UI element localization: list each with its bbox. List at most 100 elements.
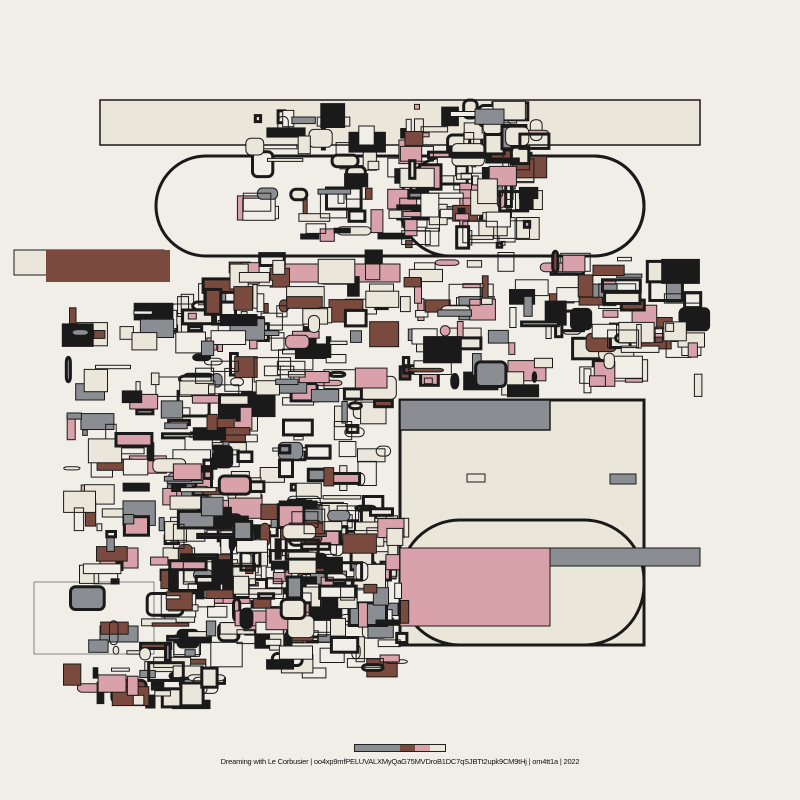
shape [308, 128, 333, 148]
shape [158, 517, 165, 532]
artwork-caption: Dreaming with Le Corbusier | oo4xp9mfPEL… [220, 757, 580, 766]
shape [341, 401, 348, 424]
shape [400, 296, 411, 313]
shape [549, 547, 701, 567]
shape [200, 666, 219, 689]
shape [242, 192, 272, 212]
shape [258, 252, 286, 268]
shape [63, 663, 82, 686]
shape [495, 241, 504, 249]
shape [286, 296, 323, 309]
shape [319, 228, 335, 242]
shape [126, 675, 139, 696]
shape [358, 125, 375, 146]
shape [219, 314, 258, 327]
shape [497, 252, 515, 272]
shape [399, 547, 551, 627]
shape [609, 473, 637, 485]
shape [683, 291, 703, 310]
shape [589, 375, 606, 387]
shape [466, 473, 486, 483]
shape [64, 355, 72, 384]
shape [325, 354, 347, 364]
shape [172, 463, 202, 481]
shape [330, 153, 360, 169]
shape [369, 321, 400, 348]
shape [509, 307, 517, 328]
shape [325, 336, 332, 359]
shape [160, 400, 184, 419]
shape [424, 227, 440, 247]
shape [338, 441, 357, 458]
shape [617, 256, 632, 262]
shape [320, 103, 346, 128]
shape [282, 524, 317, 540]
shape [300, 233, 320, 240]
shape [165, 591, 193, 611]
shape [245, 137, 265, 156]
shape [403, 277, 422, 288]
shape [420, 126, 449, 133]
shape [99, 99, 701, 146]
shape [147, 661, 185, 682]
shape [329, 340, 348, 346]
shape [217, 474, 253, 496]
shape [474, 108, 505, 125]
shape [284, 538, 320, 561]
shape [404, 131, 424, 146]
shape [322, 521, 343, 532]
shape [119, 326, 134, 340]
shape [505, 126, 530, 146]
shape [327, 509, 351, 522]
shape [110, 578, 120, 585]
shape [507, 384, 540, 398]
shape [654, 326, 664, 343]
shape [278, 645, 313, 660]
shape [408, 159, 417, 180]
shape [289, 187, 309, 202]
shape [233, 286, 253, 311]
shape [365, 290, 400, 308]
shape [449, 111, 479, 117]
shape [365, 187, 373, 200]
shape [344, 173, 369, 188]
shape [329, 636, 360, 654]
shape [282, 418, 314, 437]
shape [347, 209, 367, 223]
shape [131, 332, 158, 351]
shape [150, 556, 169, 566]
shape [206, 413, 218, 431]
shape [97, 674, 127, 693]
shape [150, 681, 165, 691]
shape [205, 620, 217, 637]
shape [357, 448, 386, 463]
shape [520, 320, 560, 328]
shape [340, 585, 356, 601]
shape [164, 642, 172, 662]
shape [274, 538, 282, 560]
shape [343, 308, 368, 328]
shape [297, 135, 311, 155]
shape [405, 118, 412, 134]
shape [454, 213, 470, 221]
shape [323, 467, 335, 487]
shape [205, 589, 234, 600]
shape [217, 554, 232, 561]
shape [474, 360, 508, 388]
shape [533, 357, 554, 369]
shape [493, 220, 531, 239]
shape [253, 114, 263, 124]
shape [448, 283, 481, 306]
shape [133, 310, 153, 315]
shape [189, 433, 207, 438]
shape [285, 575, 304, 600]
shape [276, 360, 306, 376]
palette-swatch [370, 745, 385, 751]
shape [324, 561, 364, 582]
shape [469, 235, 494, 240]
shape [450, 373, 460, 390]
shape [236, 450, 254, 463]
shape [132, 694, 145, 706]
shape [399, 399, 551, 431]
